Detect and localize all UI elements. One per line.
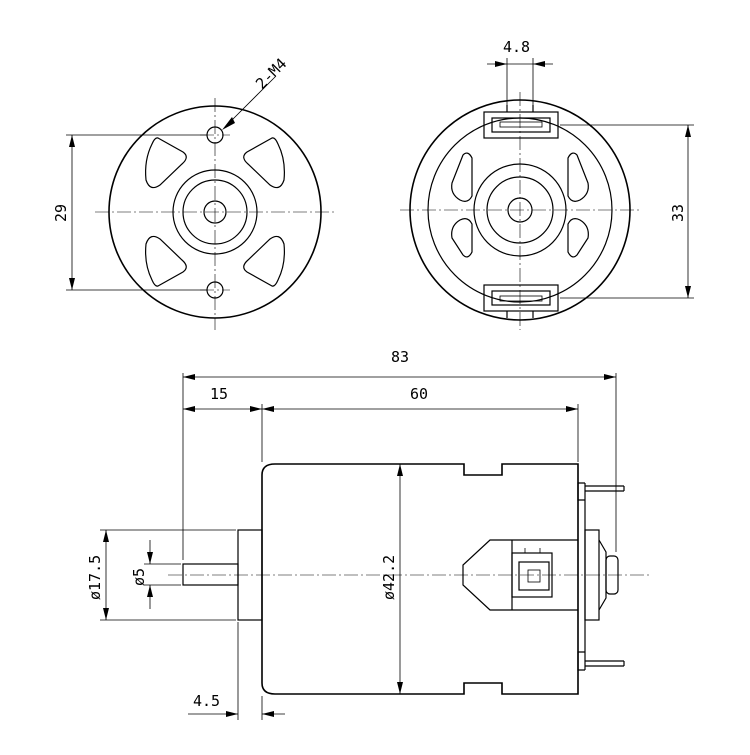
rear-vent-slots <box>451 152 589 258</box>
front-shaft-hole <box>203 200 227 224</box>
boss-diameter-label: ø17.5 <box>86 555 104 600</box>
front-end-view: 2-M4 29 <box>52 55 335 330</box>
side-view: 83 15 60 ø42.2 ø17.5 ø5 <box>86 348 652 720</box>
terminal-spacing-label: 33 <box>669 204 687 222</box>
end-cap-assembly <box>577 482 625 671</box>
shaft-diameter-label: ø5 <box>130 568 148 586</box>
terminal-bottom <box>483 284 559 318</box>
hole-spacing-label: 29 <box>52 204 70 222</box>
rear-end-view: 4.8 33 <box>400 38 694 330</box>
boss-length-label: 4.5 <box>193 692 220 710</box>
body-diameter-label: ø42.2 <box>380 555 398 600</box>
shaft-extension-label: 15 <box>210 385 228 403</box>
motor-body <box>261 463 579 695</box>
body-length-label: 60 <box>410 385 428 403</box>
thread-leader-line <box>224 75 277 128</box>
terminal-width-label: 4.8 <box>503 38 530 56</box>
motor-shaft <box>182 563 239 586</box>
overall-length-label: 83 <box>391 348 409 366</box>
thread-callout-label: 2-M4 <box>252 55 290 93</box>
vent-slots <box>145 137 285 287</box>
